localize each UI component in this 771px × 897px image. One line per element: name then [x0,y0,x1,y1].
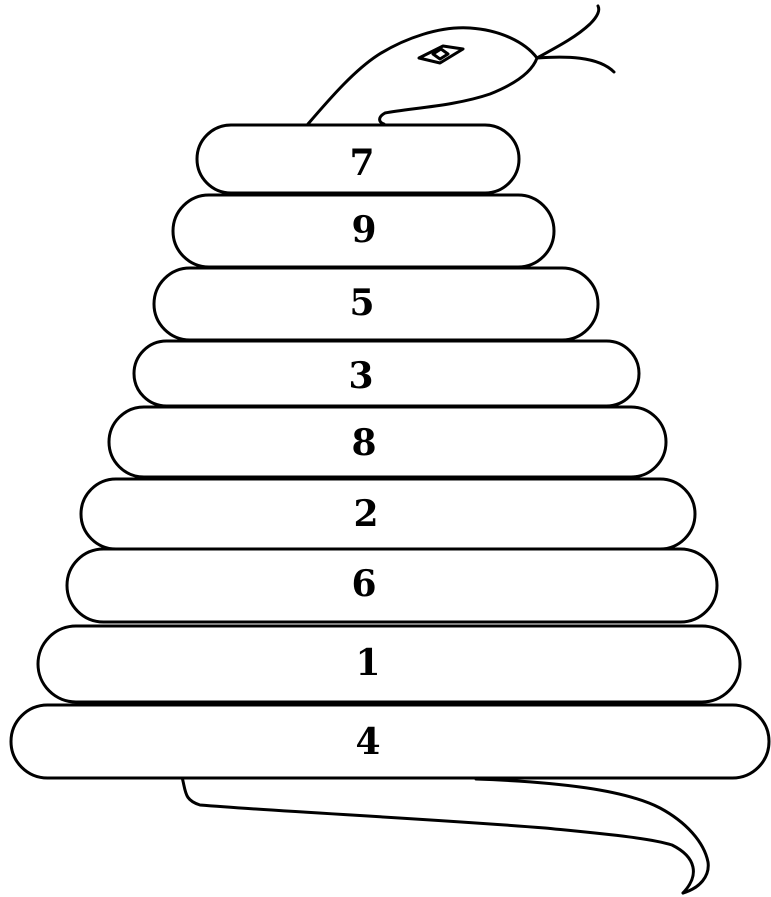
coil-6: 2 [81,479,695,549]
coil-2: 9 [173,195,554,267]
coil-7: 6 [67,549,717,622]
coil-number: 4 [355,721,380,763]
coil-shape [134,341,639,406]
coil-5: 8 [109,407,666,477]
coil-number: 5 [349,282,374,324]
coil-4: 3 [134,341,639,406]
coil-shape [38,626,740,702]
coil-stack: 4 1 6 2 8 3 5 9 [11,125,769,778]
coil-number: 6 [351,563,376,605]
coil-shape [109,407,666,477]
coil-number: 3 [348,355,373,397]
coil-shape [81,479,695,549]
coil-number: 8 [351,422,376,464]
coil-shape [67,549,717,622]
coil-1: 7 [197,125,519,193]
coil-shape [154,268,598,340]
coil-8: 1 [38,626,740,702]
coil-3: 5 [154,268,598,340]
coil-shape [11,705,769,778]
snake-tail-icon [182,777,708,893]
coil-9: 4 [11,705,769,778]
coil-number: 7 [349,142,374,184]
coil-number: 1 [355,642,380,684]
coil-number: 9 [351,209,376,251]
coil-number: 2 [353,493,378,535]
snake-head-icon [308,6,614,124]
